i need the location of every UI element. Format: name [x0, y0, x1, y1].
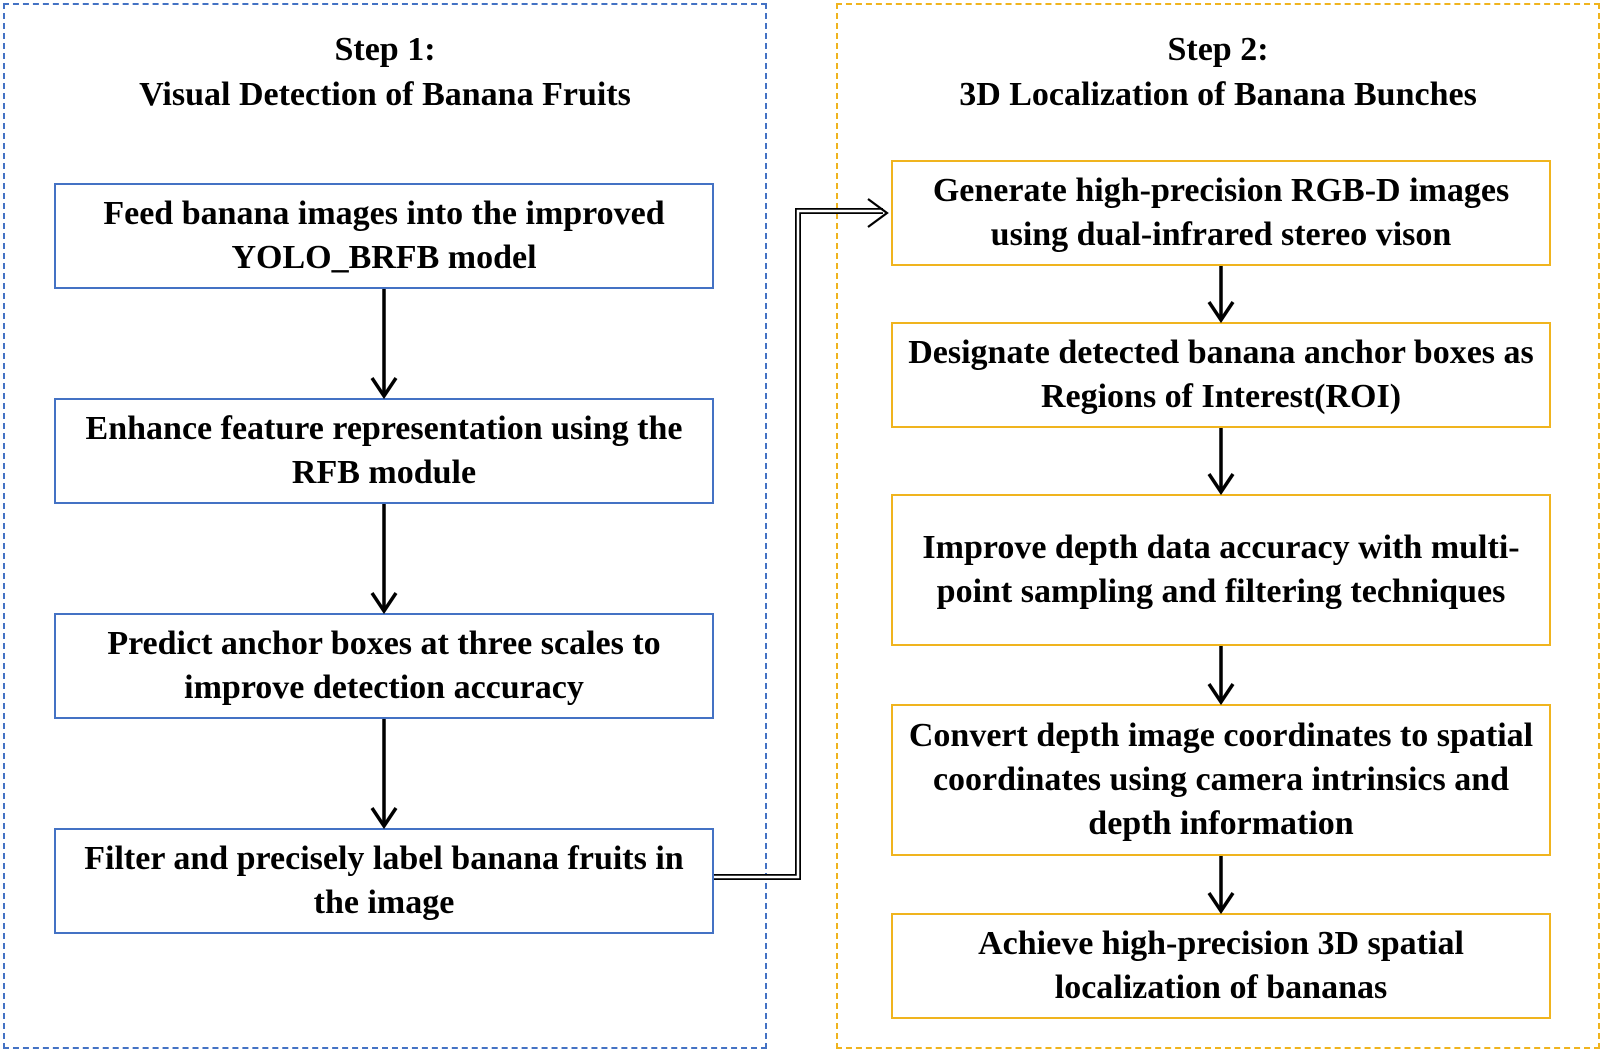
step2-box-label: Convert depth image coordinates to spati…: [908, 717, 1534, 842]
step2-box-achieve-localization: Achieve high-precision 3D spatial locali…: [891, 913, 1551, 1019]
step1-box-feed-images: Feed banana images into the improved YOL…: [54, 183, 714, 289]
step1-box-label: Predict anchor boxes at three scales to …: [107, 625, 661, 706]
step2-box-label: Achieve high-precision 3D spatial locali…: [978, 925, 1464, 1006]
step1-box-enhance-features: Enhance feature representation using the…: [54, 398, 714, 504]
step2-title: Step 2:: [1167, 31, 1269, 68]
step2-box-generate-rgbd: Generate high-precision RGB-D images usi…: [891, 160, 1551, 266]
step2-subtitle: 3D Localization of Banana Bunches: [959, 76, 1477, 113]
step1-box-label: Filter and precisely label banana fruits…: [84, 840, 684, 921]
step1-heading: Step 1: Visual Detection of Banana Fruit…: [3, 27, 767, 117]
step1-box-label: Feed banana images into the improved YOL…: [103, 195, 665, 276]
step2-box-label: Generate high-precision RGB-D images usi…: [932, 172, 1510, 253]
step2-box-label: Designate detected banana anchor boxes a…: [908, 334, 1534, 415]
step1-subtitle: Visual Detection of Banana Fruits: [139, 76, 631, 113]
step2-heading: Step 2: 3D Localization of Banana Bunche…: [836, 27, 1600, 117]
step2-box-improve-depth: Improve depth data accuracy with multi-p…: [891, 494, 1551, 646]
step1-box-filter-label: Filter and precisely label banana fruits…: [54, 828, 714, 934]
step1-box-predict-anchors: Predict anchor boxes at three scales to …: [54, 613, 714, 719]
step2-box-designate-roi: Designate detected banana anchor boxes a…: [891, 322, 1551, 428]
step1-title: Step 1:: [334, 31, 436, 68]
step2-box-label: Improve depth data accuracy with multi-p…: [922, 529, 1520, 610]
step1-box-label: Enhance feature representation using the…: [85, 410, 683, 491]
step2-box-convert-coordinates: Convert depth image coordinates to spati…: [891, 704, 1551, 856]
